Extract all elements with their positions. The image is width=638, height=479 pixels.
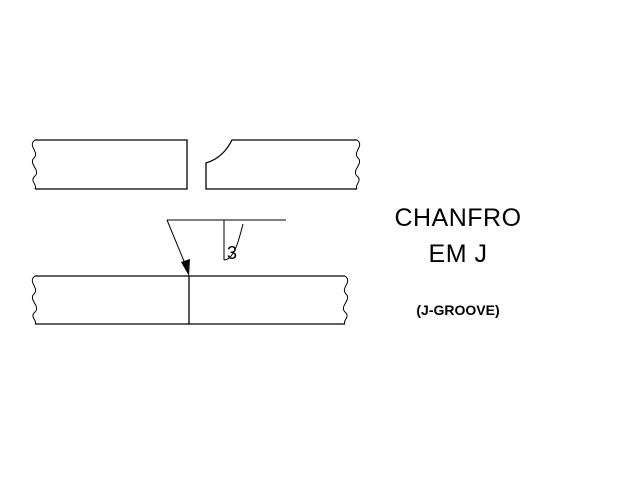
upper-left-plate xyxy=(31,139,188,190)
weld-size-label: 3 xyxy=(227,243,237,263)
title-line-1: CHANFRO xyxy=(394,204,522,232)
lower-joined-plates xyxy=(31,275,349,325)
leader-line xyxy=(166,219,187,267)
upper-right-plate-j-groove xyxy=(205,139,361,190)
welding-symbol: 3 xyxy=(166,219,286,276)
title-line-2: EM J xyxy=(428,240,488,268)
subtitle: (J-GROOVE) xyxy=(416,302,500,318)
break-line-left-upper xyxy=(31,139,38,190)
arrow-head xyxy=(181,259,190,276)
break-line-right-upper xyxy=(354,139,361,190)
j-groove-symbol-curve xyxy=(223,223,244,261)
break-line-right-lower xyxy=(342,275,349,325)
break-line-left-lower xyxy=(31,275,38,325)
